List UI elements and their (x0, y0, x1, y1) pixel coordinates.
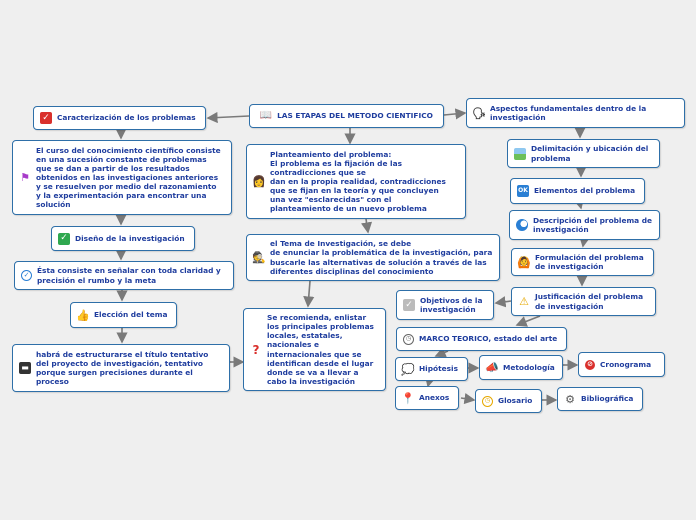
node-eleccion[interactable]: 👍 Elección del tema (70, 302, 177, 328)
no-entry-icon: ⊘ (585, 359, 595, 370)
node-aspectos[interactable]: 🗣 Aspectos fundamentales dentro de la in… (466, 98, 685, 128)
objetivos-label: Objetivos de la investigación (420, 295, 483, 314)
caracterizacion-label: Caracterización de los problemas (57, 113, 196, 123)
question-icon: ? (252, 342, 260, 357)
formulacion-label: Formulación del problema de investigació… (535, 252, 644, 271)
consiste-label: Ésta consiste en señalar con toda clarid… (37, 266, 221, 285)
bibliografica-label: Bibliográfica (581, 394, 634, 404)
recomienda-label: Se recomienda, enlistar los principales … (267, 313, 374, 386)
metodologia-label: Metodología (503, 362, 555, 372)
diseno-label: Diseño de la investigación (75, 233, 185, 243)
warning-icon: ⚠ (519, 295, 529, 308)
node-planteamiento[interactable]: 👩 Planteamiento del problema: El problem… (246, 144, 466, 219)
planteamiento-label: Planteamiento del problema: El problema … (270, 149, 446, 214)
check-box-icon: ✓ (58, 232, 70, 245)
alarm-icon: ◷ (482, 395, 493, 407)
node-hipotesis[interactable]: 💭 Hipótesis (395, 357, 468, 381)
node-recomienda[interactable]: ? Se recomienda, enlistar los principale… (243, 308, 386, 391)
briefcase-icon: ▬ (19, 362, 31, 374)
flag-icon: ⚑ (20, 171, 30, 184)
root-label: LAS ETAPAS DEL METODO CIENTIFICO (277, 111, 433, 121)
tema-label: el Tema de Investigación, se debe de enu… (270, 239, 493, 276)
node-anexos[interactable]: 📍 Anexos (395, 386, 459, 410)
node-tema[interactable]: 🕵 el Tema de Investigación, se debe de e… (246, 234, 500, 281)
descripcion-label: Descripción del problema de investigació… (533, 215, 653, 234)
node-bibliografica[interactable]: ⚙ Bibliográfica (557, 387, 643, 411)
moon-icon (516, 219, 528, 231)
check-circle-icon: ✓ (21, 270, 32, 281)
eleccion-label: Elección del tema (94, 310, 168, 320)
node-justificacion[interactable]: ⚠ Justificación del problema de investig… (511, 287, 656, 316)
node-metodologia[interactable]: 📣 Metodología (479, 355, 563, 380)
elementos-label: Elementos del problema (534, 186, 636, 196)
delimitacion-label: Delimitación y ubicación del problema (531, 144, 649, 163)
clock-icon: ◷ (403, 333, 414, 345)
node-marco[interactable]: ◷ MARCO TEORICO, estado del arte (396, 327, 567, 351)
landscape-icon (514, 147, 526, 160)
curso-label: El curso del conocimiento científico con… (36, 145, 221, 210)
cronograma-label: Cronograma (600, 359, 652, 369)
book-icon: 📖 (259, 110, 273, 121)
node-glosario[interactable]: ◷ Glosario (475, 389, 542, 413)
node-habra[interactable]: ▬ habrá de estructurarse el título tenta… (12, 344, 230, 392)
check-box-icon: ✓ (40, 112, 52, 124)
node-delimitacion[interactable]: Delimitación y ubicación del problema (507, 139, 660, 168)
glosario-label: Glosario (498, 396, 533, 406)
node-elementos[interactable]: OK Elementos del problema (510, 178, 645, 204)
check-box-icon: ✓ (403, 299, 415, 311)
node-descripcion[interactable]: Descripción del problema de investigació… (509, 210, 660, 240)
root-node[interactable]: 📖 LAS ETAPAS DEL METODO CIENTIFICO (249, 104, 444, 128)
speech-bubble-icon: 💭 (401, 362, 415, 376)
node-formulacion[interactable]: 🙆 Formulación del problema de investigac… (511, 248, 654, 276)
aspectos-label: Aspectos fundamentales dentro de la inve… (490, 103, 647, 122)
node-curso[interactable]: ⚑ El curso del conocimiento científico c… (12, 140, 232, 215)
detective-icon: 🕵 (252, 251, 266, 264)
anexos-label: Anexos (419, 393, 450, 403)
speaking-head-icon: 🗣 (472, 106, 486, 120)
megaphone-icon: 📣 (485, 361, 499, 374)
habra-label: habrá de estructurarse el título tentati… (36, 349, 209, 387)
justificacion-label: Justificación del problema de investigac… (535, 292, 644, 311)
pin-icon: 📍 (401, 391, 415, 405)
node-diseno[interactable]: ✓ Diseño de la investigación (51, 226, 195, 251)
person-icon: 🙆 (517, 255, 531, 269)
person-icon: 👩 (252, 175, 266, 188)
gear-icon: ⚙ (565, 392, 575, 406)
node-caracterizacion[interactable]: ✓ Caracterización de los problemas (33, 106, 206, 130)
thumbs-up-icon: 👍 (76, 308, 90, 322)
ok-icon: OK (517, 185, 529, 197)
hipotesis-label: Hipótesis (419, 364, 458, 374)
node-cronograma[interactable]: ⊘ Cronograma (578, 352, 665, 377)
node-objetivos[interactable]: ✓ Objetivos de la investigación (396, 290, 494, 320)
marco-label: MARCO TEORICO, estado del arte (419, 334, 558, 344)
node-consiste[interactable]: ✓ Ésta consiste en señalar con toda clar… (14, 261, 234, 290)
